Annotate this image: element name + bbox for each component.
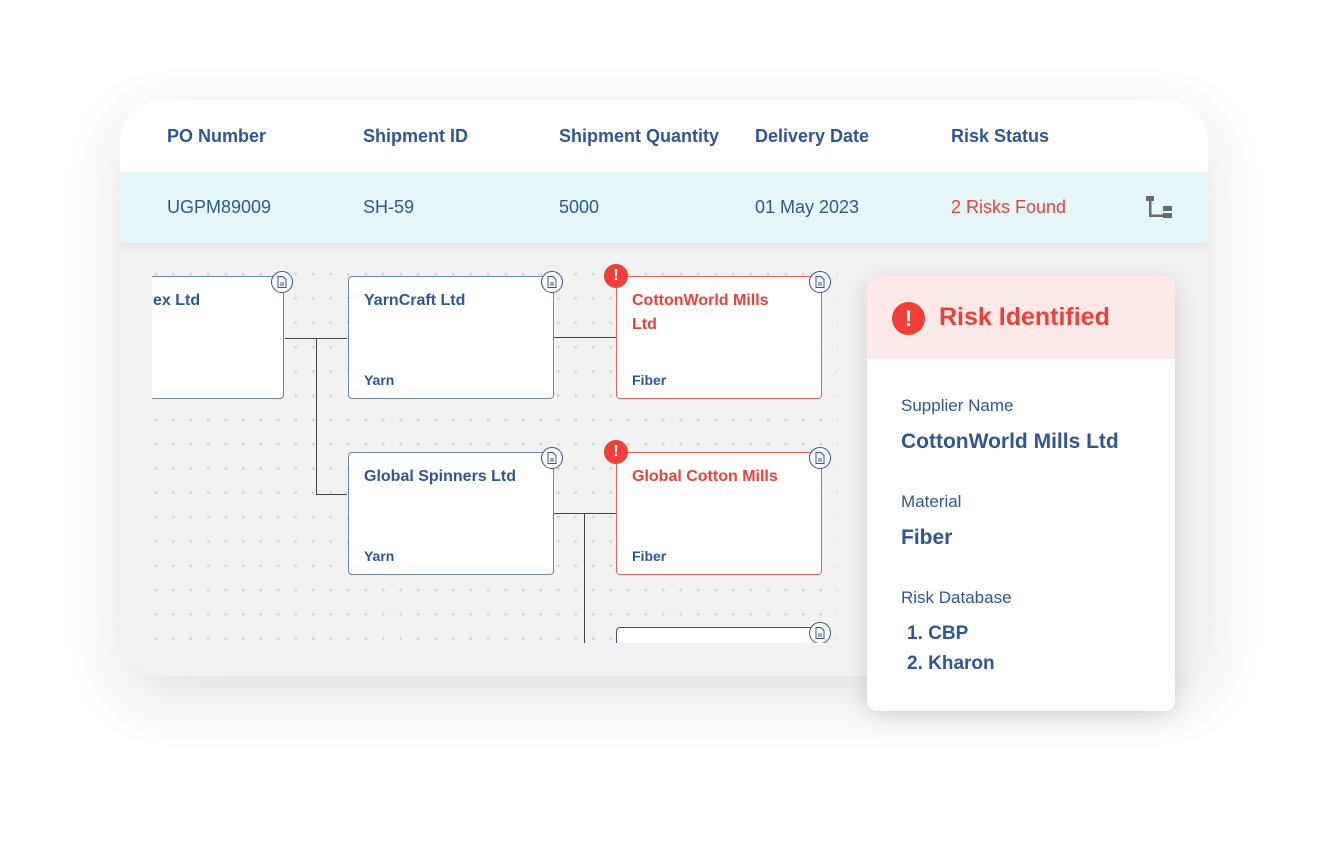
risk-status[interactable]: 2 Risks Found [951, 197, 1067, 217]
header-delivery-date: Delivery Date [755, 126, 870, 146]
risk-panel-header: ! Risk Identified [867, 276, 1175, 359]
alert-icon: ! [604, 440, 628, 464]
alert-icon: ! [892, 302, 925, 335]
supplier-node[interactable]: YarnCraft Ltd Yarn [348, 271, 563, 399]
supplier-node[interactable]: Global Spinners Ltd Yarn [348, 447, 563, 575]
hierarchy-icon[interactable] [1146, 196, 1174, 222]
node-name: Global Spinners Ltd [364, 468, 517, 485]
po-number: UGPM89009 [167, 197, 272, 217]
node-material: Yarn [364, 372, 395, 388]
supplier-node[interactable]: ex Ltd [152, 271, 293, 399]
shipment-id: SH-59 [363, 197, 415, 217]
supplier-node-risk[interactable]: Global Cotton Mills Fiber ! [604, 440, 831, 575]
supplier-value: CottonWorld Mills Ltd [901, 430, 1119, 453]
connector [584, 513, 586, 643]
document-icon[interactable] [541, 271, 563, 293]
document-icon[interactable] [809, 447, 831, 469]
supplier-node[interactable] [616, 622, 831, 643]
supply-chain-diagram[interactable]: ex Ltd YarnCraft Ltd Yarn CottonWorld Mi… [152, 262, 838, 643]
connector [316, 338, 318, 495]
node-name: YarnCraft Ltd [364, 292, 466, 309]
document-icon[interactable] [809, 622, 831, 643]
node-name: CottonWorld Mills Ltd [632, 292, 769, 333]
risk-panel-title: Risk Identified [939, 303, 1110, 331]
table-row[interactable]: UGPM89009 SH-59 5000 01 May 2023 2 Risks… [120, 172, 1208, 243]
document-icon[interactable] [541, 447, 563, 469]
node-name: Global Cotton Mills [632, 468, 778, 485]
alert-icon: ! [604, 264, 628, 288]
supplier-node-risk[interactable]: CottonWorld Mills Ltd Fiber ! [604, 264, 831, 399]
header-shipment-id: Shipment ID [363, 126, 469, 146]
supplier-label: Supplier Name [901, 396, 1014, 415]
risk-panel: ! Risk Identified Supplier Name CottonWo… [867, 276, 1175, 711]
node-material: Yarn [364, 548, 395, 564]
quantity: 5000 [559, 197, 600, 217]
connector [316, 494, 347, 496]
header-po-number: PO Number [167, 126, 267, 146]
header-risk-status: Risk Status [951, 126, 1050, 146]
document-icon[interactable] [809, 271, 831, 293]
material-label: Material [901, 492, 962, 511]
node-name: ex Ltd [153, 292, 201, 309]
risk-database-label: Risk Database [901, 588, 1012, 607]
risk-database-item: 2. Kharon [907, 653, 995, 674]
node-material: Fiber [632, 548, 667, 564]
table-header: PO Number Shipment ID Shipment Quantity … [120, 100, 1208, 172]
delivery-date: 01 May 2023 [755, 197, 860, 217]
document-icon[interactable] [271, 271, 293, 293]
risk-database-item: 1. CBP [907, 623, 969, 644]
node-material: Fiber [632, 372, 667, 388]
material-value: Fiber [901, 526, 953, 549]
header-quantity: Shipment Quantity [559, 126, 720, 146]
connector [554, 337, 616, 339]
